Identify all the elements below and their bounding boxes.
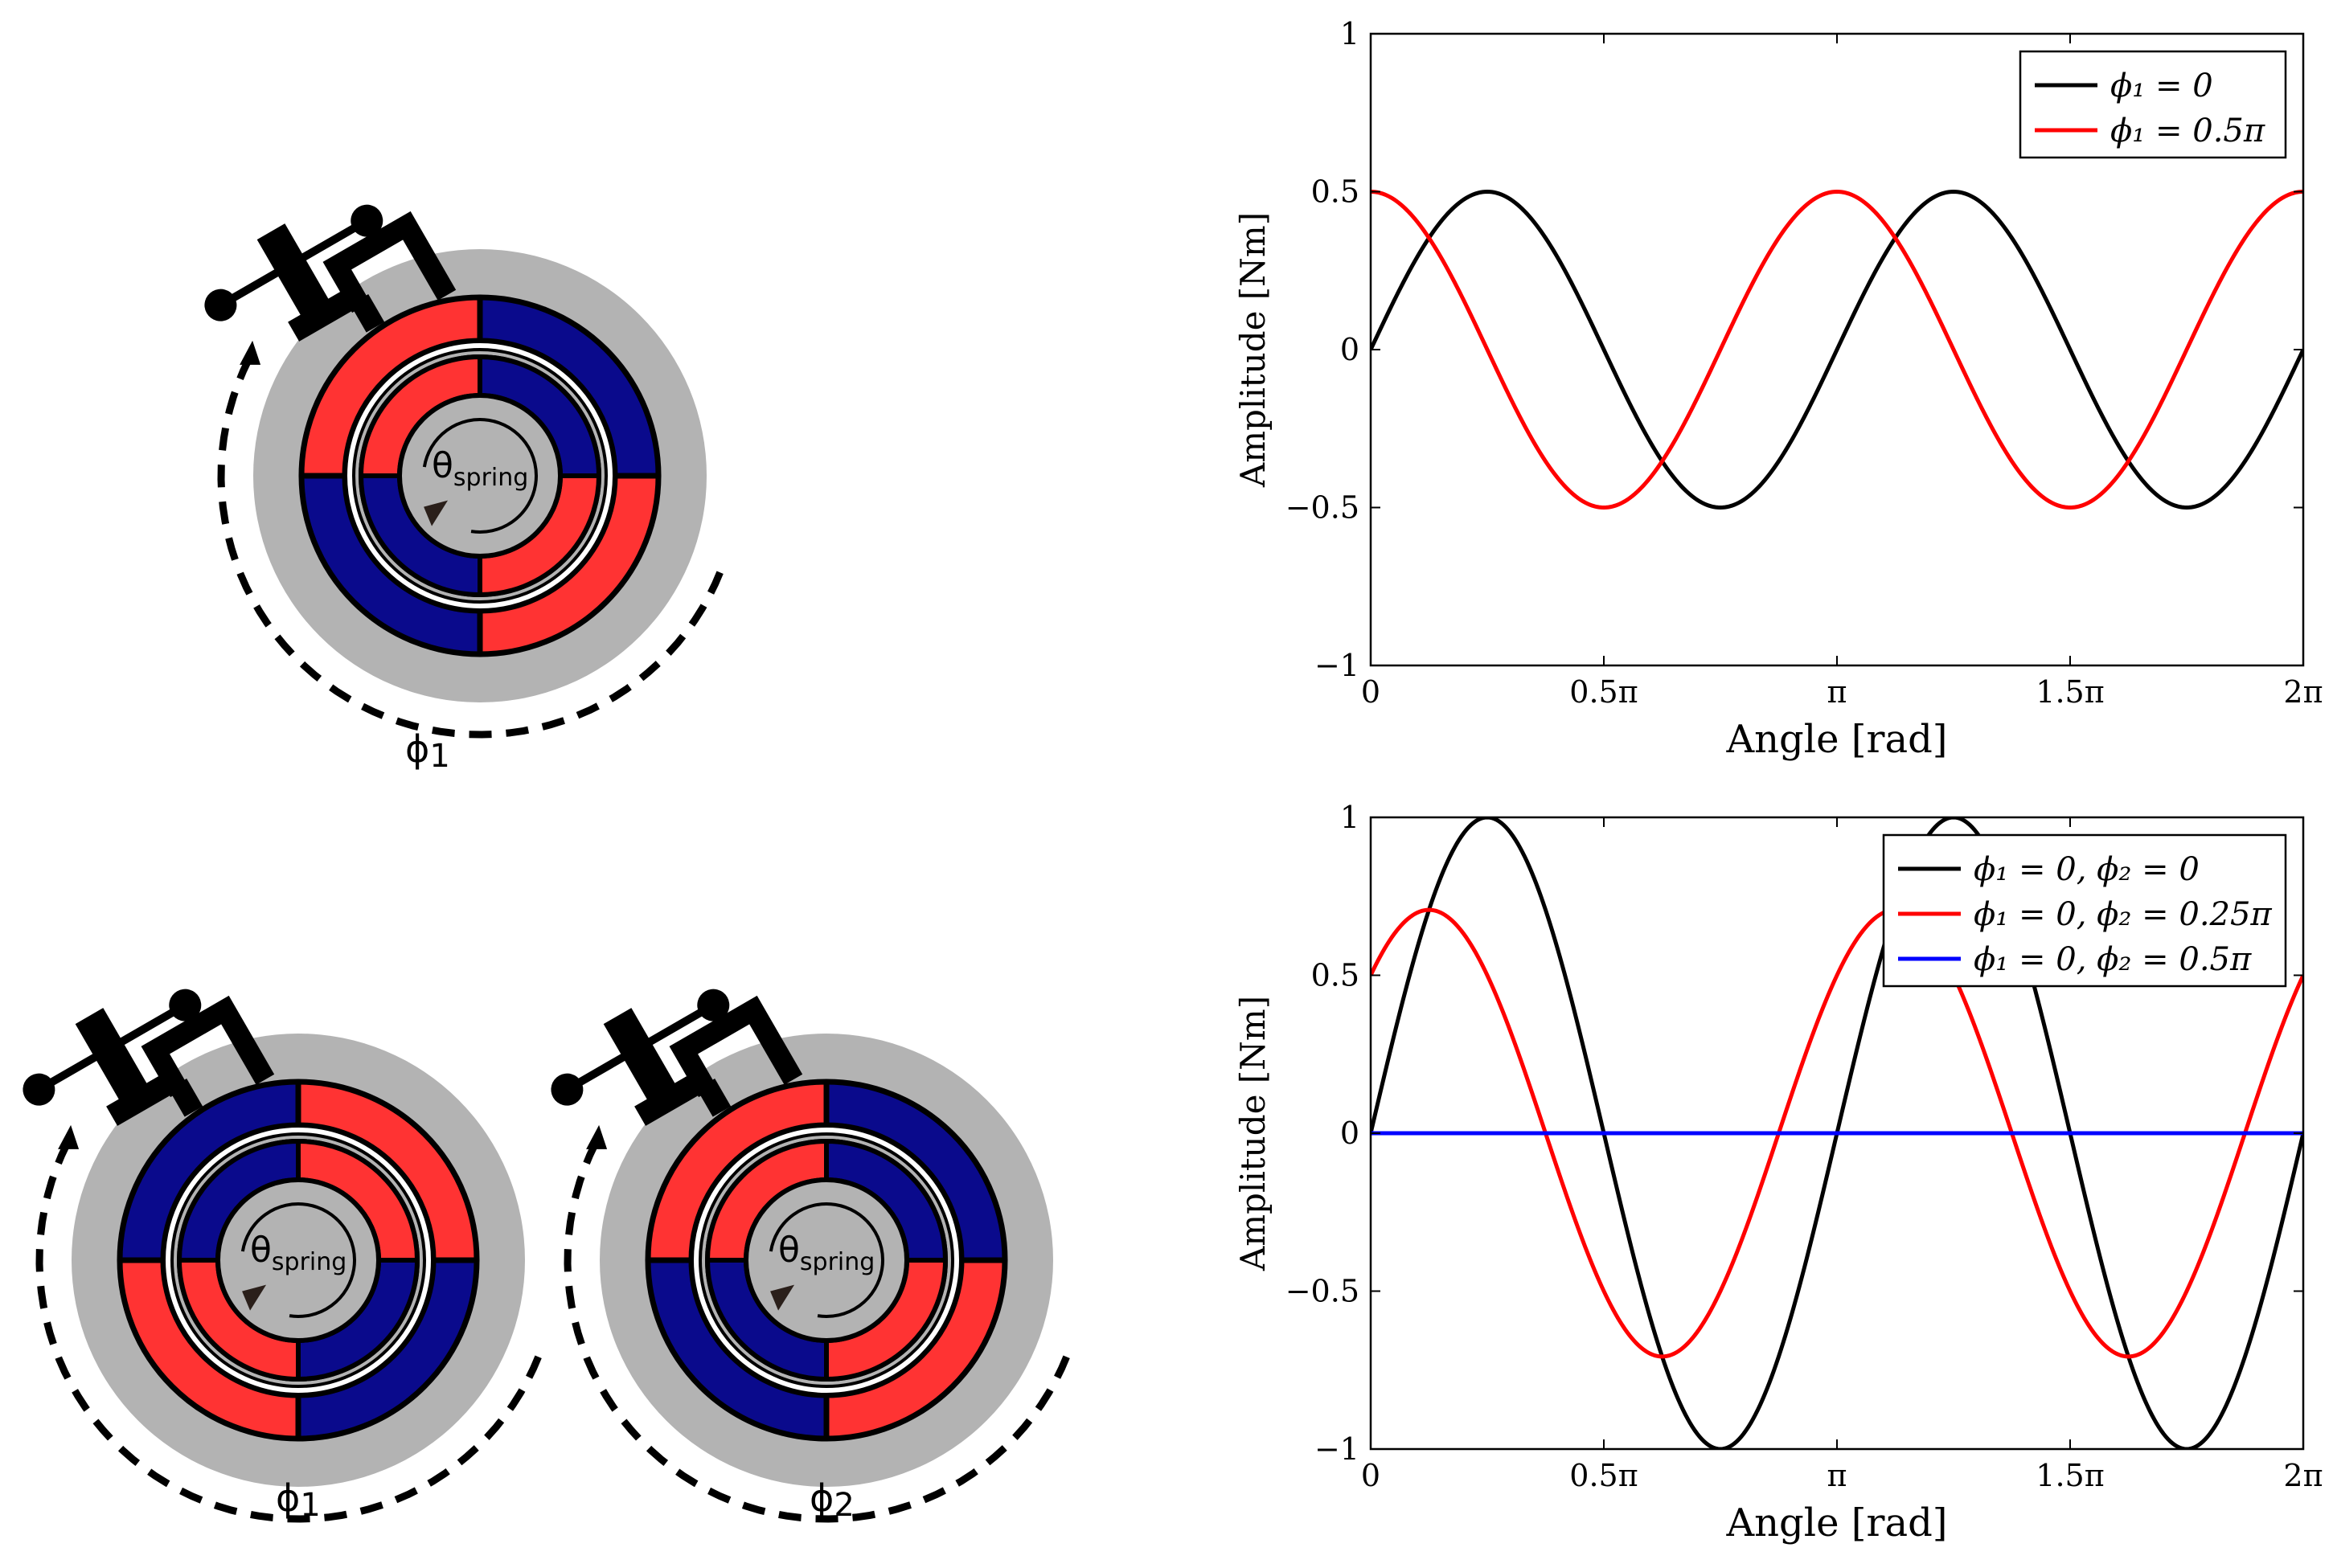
legend-entry-label: ϕ₁ = 0, ϕ₂ = 0.25π bbox=[1974, 896, 2272, 933]
phi-rotation-arc bbox=[217, 356, 724, 739]
clamp-mechanism-icon bbox=[204, 204, 457, 342]
x-tick-label: 0.5π bbox=[1569, 674, 1638, 710]
y-tick-label: 0.5 bbox=[1311, 958, 1359, 993]
y-tick-label: 0 bbox=[1340, 332, 1359, 367]
x-tick-label: 1.5π bbox=[2036, 674, 2104, 710]
theta-symbol: θ bbox=[432, 445, 453, 486]
theta-subscript: spring bbox=[453, 464, 528, 492]
rotation-arc bbox=[422, 418, 538, 534]
rotation-arc bbox=[240, 1202, 356, 1318]
spring-diagram-3: θspring ϕ2 bbox=[551, 989, 1071, 1524]
legend-entry-label: ϕ₁ = 0, ϕ₂ = 0 bbox=[1974, 851, 2200, 888]
x-tick-label: 0 bbox=[1361, 674, 1380, 710]
theta-symbol: θ bbox=[778, 1230, 800, 1271]
theta-subscript: spring bbox=[800, 1248, 875, 1276]
theta-spring-label: θspring bbox=[778, 1230, 875, 1276]
phi-subscript: 1 bbox=[300, 1487, 320, 1524]
phi-rotation-arc bbox=[564, 1140, 1071, 1523]
y-tick-label: 0 bbox=[1340, 1116, 1359, 1151]
x-tick-label: 2π bbox=[2283, 674, 2323, 710]
x-tick-label: 0 bbox=[1361, 1458, 1380, 1493]
phi-arrow-head-icon bbox=[240, 340, 261, 365]
legend-box bbox=[2019, 50, 2287, 159]
phi-rotation-arc bbox=[35, 1140, 543, 1523]
y-tick-label: 1 bbox=[1340, 16, 1359, 51]
y-tick-label: −0.5 bbox=[1285, 490, 1359, 526]
y-tick-label: 0.5 bbox=[1311, 174, 1359, 210]
air-gap bbox=[347, 343, 613, 608]
y-tick-label: −1 bbox=[1314, 1431, 1359, 1467]
phi-symbol: ϕ bbox=[810, 1476, 834, 1520]
x-tick-label: 1.5π bbox=[2036, 1458, 2104, 1493]
phi-arrow-head-icon bbox=[586, 1124, 608, 1149]
y-axis-label: Amplitude [Nm] bbox=[1233, 996, 1273, 1271]
phi-subscript: 2 bbox=[834, 1487, 854, 1524]
phi-label: ϕ1 bbox=[405, 727, 450, 775]
rotation-arrow-head-icon bbox=[242, 1284, 267, 1311]
y-tick-label: −0.5 bbox=[1285, 1274, 1359, 1309]
air-gap bbox=[694, 1128, 959, 1393]
series-line-1 bbox=[1371, 189, 2303, 510]
phi-arrow-head-icon bbox=[58, 1124, 80, 1149]
y-axis-label: Amplitude [Nm] bbox=[1233, 212, 1273, 488]
y-tick-label: −1 bbox=[1314, 648, 1359, 683]
clamp-mechanism-icon bbox=[23, 989, 275, 1126]
series-group bbox=[1371, 189, 2303, 510]
theta-symbol: θ bbox=[250, 1230, 272, 1271]
x-axis-label: Angle [rad] bbox=[1725, 1500, 1947, 1545]
phi-label: ϕ2 bbox=[810, 1476, 855, 1524]
x-axis-label: Angle [rad] bbox=[1725, 717, 1947, 762]
spring-diagram-1: θspring ϕ1 bbox=[204, 204, 724, 775]
x-tick-label: π bbox=[1827, 674, 1847, 710]
rotation-arrow-head-icon bbox=[424, 500, 449, 526]
theta-subscript: spring bbox=[272, 1248, 346, 1276]
rotation-arc bbox=[769, 1202, 884, 1318]
series-group bbox=[1371, 817, 2303, 1449]
phi-symbol: ϕ bbox=[276, 1476, 300, 1520]
air-gap bbox=[166, 1128, 431, 1393]
legend-entry-label: ϕ₁ = 0, ϕ₂ = 0.5π bbox=[1974, 941, 2252, 978]
spring-diagram-2: θspring ϕ1 bbox=[23, 989, 543, 1524]
rotation-arrow-head-icon bbox=[770, 1284, 795, 1311]
theta-spring-label: θspring bbox=[250, 1230, 346, 1276]
x-tick-label: 2π bbox=[2283, 1458, 2323, 1493]
theta-spring-label: θspring bbox=[432, 445, 528, 492]
phi-symbol: ϕ bbox=[405, 727, 429, 771]
legend-entry-label: ϕ₁ = 0 bbox=[2110, 68, 2213, 104]
x-tick-label: 0.5π bbox=[1569, 1458, 1638, 1493]
legend-box bbox=[1882, 833, 2287, 988]
phi-subscript: 1 bbox=[429, 738, 449, 775]
y-tick-label: 1 bbox=[1340, 800, 1359, 835]
legend-entry-label: ϕ₁ = 0.5π bbox=[2110, 113, 2265, 149]
x-tick-label: π bbox=[1827, 1458, 1847, 1493]
legend: ϕ₁ = 0, ϕ₂ = 0 ϕ₁ = 0, ϕ₂ = 0.25π ϕ₁ = 0, … bbox=[1882, 833, 2287, 988]
series-line-2 bbox=[1371, 907, 2303, 1359]
phi-label: ϕ1 bbox=[276, 1476, 321, 1524]
series-line-2 bbox=[1371, 189, 2303, 510]
clamp-mechanism-icon bbox=[551, 989, 803, 1126]
legend: ϕ₁ = 0 ϕ₁ = 0.5π bbox=[2019, 50, 2287, 159]
